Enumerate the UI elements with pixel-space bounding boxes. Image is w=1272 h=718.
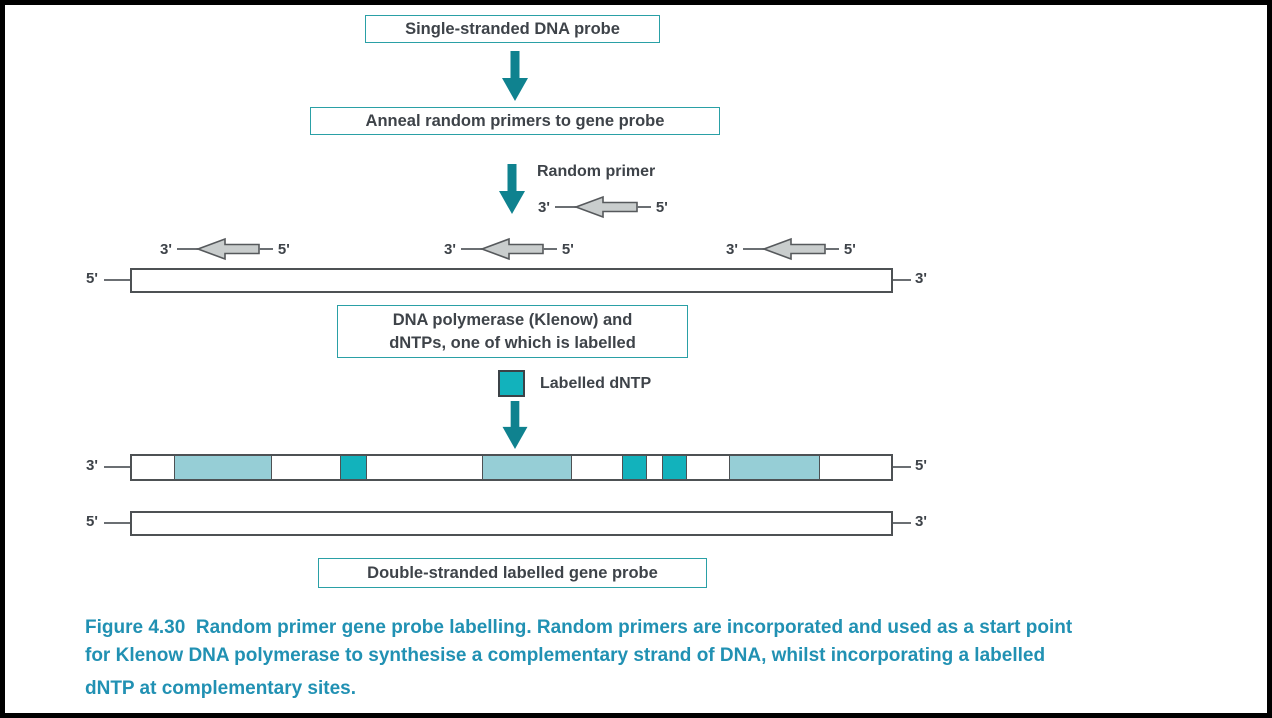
annealed-primer-3: 3' 5' — [726, 236, 856, 262]
strand-segment-white — [132, 456, 174, 479]
strand-right-label: 3' — [915, 270, 927, 287]
primer-5prime-label: 5' — [843, 240, 856, 258]
flow-box-label-line1: DNA polymerase (Klenow) and — [392, 310, 633, 329]
primer-5prime-label: 5' — [655, 198, 668, 216]
labelled-strand-segments — [132, 456, 891, 479]
annealed-primer-2: 3' 5' — [444, 236, 574, 262]
strand-segment-light — [729, 456, 820, 479]
strand-connector-line — [893, 279, 911, 281]
strand-segment-dark — [340, 456, 367, 479]
strand-segment-light — [482, 456, 572, 479]
strand-segment-white — [820, 456, 891, 479]
primer-5prime-label: 5' — [561, 240, 574, 258]
strand-segment-white — [647, 456, 662, 479]
strand-connector-line — [104, 279, 130, 281]
dna-strand-labelled — [130, 454, 893, 481]
dna-strand-template-bottom — [130, 511, 893, 536]
figure-caption-line2: for Klenow DNA polymerase to synthesise … — [85, 645, 1046, 666]
strand-connector-line — [104, 522, 130, 524]
flow-box-anneal-primers: Anneal random primers to gene probe — [310, 107, 720, 135]
labelled-dntp-swatch — [498, 370, 525, 397]
strand-left-label: 3' — [86, 457, 98, 474]
strand-left-label: 5' — [86, 513, 98, 530]
labelled-dntp-label: Labelled dNTP — [540, 375, 652, 392]
strand-right-label: 5' — [915, 457, 927, 474]
left-block-arrow-icon — [742, 237, 839, 261]
primer-3prime-label: 3' — [726, 240, 738, 258]
strand-segment-dark — [662, 456, 687, 479]
flow-box-label: Anneal random primers to gene probe — [365, 111, 665, 130]
down-arrow-icon — [502, 401, 528, 449]
flow-box-label: Double-stranded labelled gene probe — [367, 563, 658, 582]
flow-box-label-line2: dNTPs, one of which is labelled — [389, 333, 636, 352]
down-arrow-icon — [502, 51, 528, 101]
primer-3prime-label: 3' — [160, 240, 172, 258]
strand-segment-light — [174, 456, 272, 479]
flow-box-label: Single-stranded DNA probe — [405, 19, 620, 38]
annealed-primer-1: 3' 5' — [160, 236, 290, 262]
left-block-arrow-icon — [460, 237, 557, 261]
flow-box-dna-polymerase: DNA polymerase (Klenow) and dNTPs, one o… — [337, 305, 688, 358]
strand-connector-line — [893, 466, 911, 468]
strand-right-label: 3' — [915, 513, 927, 530]
dna-strand-template-top — [130, 268, 893, 293]
strand-segment-white — [687, 456, 729, 479]
flow-box-double-stranded-probe: Double-stranded labelled gene probe — [318, 558, 707, 588]
strand-left-label: 5' — [86, 270, 98, 287]
figure-caption-line3: dNTP at complementary sites. — [85, 678, 357, 699]
random-primer: 3' 5' — [538, 194, 668, 220]
primer-3prime-label: 3' — [538, 198, 550, 216]
strand-segment-dark — [622, 456, 647, 479]
figure-caption-line1: Figure 4.30 Random primer gene probe lab… — [85, 617, 1073, 638]
left-block-arrow-icon — [554, 195, 651, 219]
flow-box-single-stranded-probe: Single-stranded DNA probe — [365, 15, 660, 43]
strand-segment-white — [367, 456, 482, 479]
strand-segment-white — [572, 456, 622, 479]
left-block-arrow-icon — [176, 237, 273, 261]
down-arrow-icon — [499, 164, 525, 214]
strand-connector-line — [893, 522, 911, 524]
primer-3prime-label: 3' — [444, 240, 456, 258]
strand-connector-line — [104, 466, 130, 468]
primer-5prime-label: 5' — [277, 240, 290, 258]
random-primer-label: Random primer — [537, 163, 656, 180]
strand-segment-white — [272, 456, 340, 479]
